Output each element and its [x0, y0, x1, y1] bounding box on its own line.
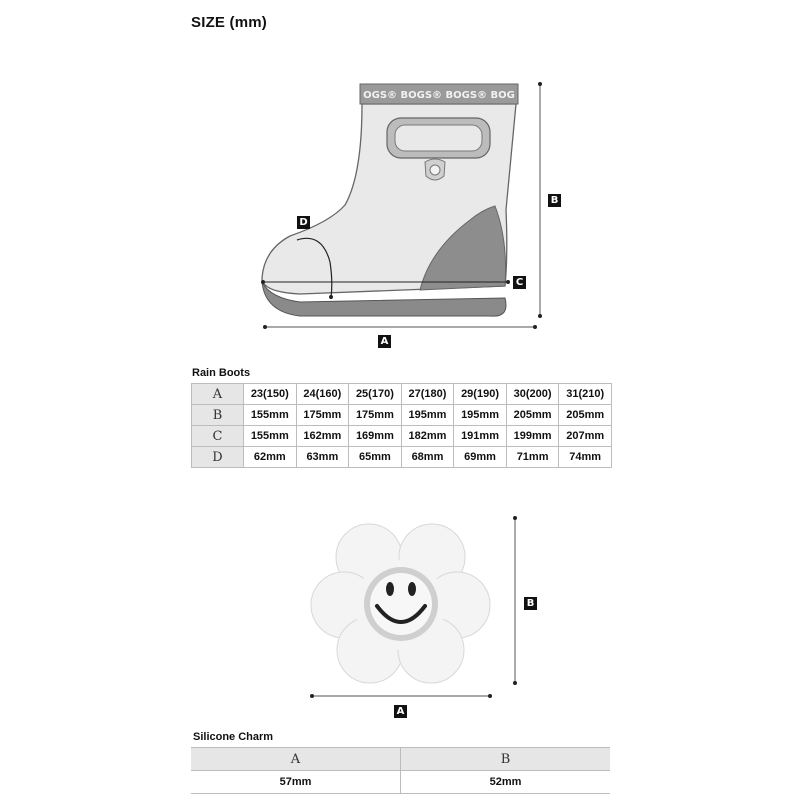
charm-header-a: A	[191, 747, 401, 771]
table-cell: 162mm	[295, 425, 350, 447]
table-cell: 30(200)	[505, 383, 560, 405]
boot-brand-text: OGS® BOGS® BOGS® BOG	[363, 90, 515, 101]
dimension-endpoint	[533, 325, 537, 329]
label-a: A	[378, 335, 391, 348]
label-b: B	[548, 194, 561, 207]
table-cell: 29(190)	[453, 383, 507, 405]
table-cell: 205mm	[505, 404, 560, 426]
flower-charm	[310, 523, 491, 684]
silicone-charm-title: Silicone Charm	[193, 731, 274, 743]
row-label: C	[191, 425, 244, 447]
table-cell: 25(170)	[348, 383, 402, 405]
dimension-endpoint	[538, 314, 542, 318]
charm-value-b: 52mm	[400, 770, 610, 794]
table-cell: 27(180)	[400, 383, 455, 405]
charm-label-b: B	[524, 597, 537, 610]
table-cell: 155mm	[243, 425, 297, 447]
dimension-endpoint	[261, 280, 265, 284]
label-d: D	[297, 216, 310, 229]
smiley-face-icon	[370, 573, 432, 635]
row-label: D	[191, 446, 244, 468]
dimension-endpoint	[310, 694, 314, 698]
smiley-right-eye	[408, 582, 416, 596]
boot-charm-hole-ring	[429, 164, 441, 176]
charm-value-row: 57mm 52mm	[191, 770, 610, 794]
boot-heel-panel	[419, 205, 507, 291]
table-cell: 169mm	[348, 425, 402, 447]
dimension-endpoint	[488, 694, 492, 698]
row-label: B	[191, 404, 244, 426]
charm-diagram	[310, 516, 517, 698]
table-cell: 195mm	[453, 404, 507, 426]
table-cell: 175mm	[295, 404, 350, 426]
rain-boots-title: Rain Boots	[192, 367, 251, 379]
table-cell: 195mm	[400, 404, 455, 426]
table-cell: 62mm	[243, 446, 297, 468]
table-cell: 199mm	[505, 425, 560, 447]
table-cell: 191mm	[453, 425, 507, 447]
table-cell: 71mm	[505, 446, 560, 468]
boot-brand-band	[359, 83, 519, 105]
dimension-endpoint	[513, 681, 517, 685]
table-cell: 155mm	[243, 404, 297, 426]
dimension-endpoint	[506, 280, 510, 284]
table-cell: 69mm	[453, 446, 507, 468]
table-cell: 74mm	[558, 446, 612, 468]
charm-label-a: A	[394, 705, 407, 718]
smiley-left-eye	[386, 582, 394, 596]
table-cell: 23(150)	[243, 383, 297, 405]
charm-value-a: 57mm	[191, 770, 401, 794]
boot-diagram: OGS® BOGS® BOGS® BOG	[261, 82, 542, 329]
dimension-endpoint	[513, 516, 517, 520]
dimension-endpoint	[329, 295, 333, 299]
smiley-mouth	[375, 604, 427, 624]
toe-measure-curve	[296, 237, 333, 298]
table-cell: 65mm	[348, 446, 402, 468]
row-label: A	[191, 383, 244, 405]
table-cell: 24(160)	[295, 383, 350, 405]
boot-sole	[261, 281, 507, 317]
table-cell: 63mm	[295, 446, 350, 468]
label-c: C	[513, 276, 526, 289]
table-cell: 68mm	[400, 446, 455, 468]
table-cell: 31(210)	[558, 383, 612, 405]
table-cell: 205mm	[558, 404, 612, 426]
charm-header-b: B	[400, 747, 610, 771]
charm-header-row: A B	[191, 747, 610, 771]
table-cell: 175mm	[348, 404, 402, 426]
dimension-endpoint	[538, 82, 542, 86]
table-cell: 182mm	[400, 425, 455, 447]
table-cell: 207mm	[558, 425, 612, 447]
dimension-endpoint	[263, 325, 267, 329]
page-title: SIZE (mm)	[191, 14, 267, 31]
boot-handle-hole	[394, 124, 483, 152]
silicone-charm-table: A B 57mm 52mm	[191, 747, 610, 794]
